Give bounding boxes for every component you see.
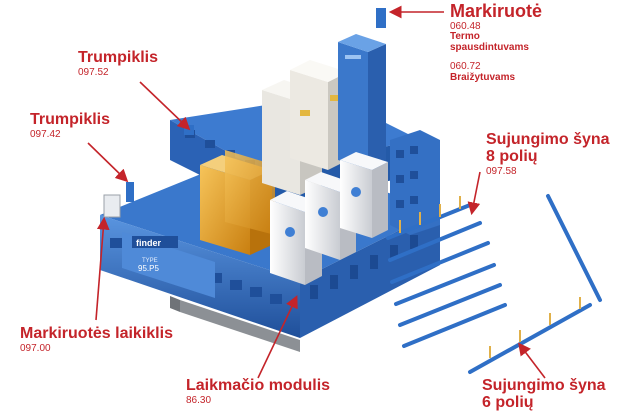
label-markiruote: Markiruotė 060.48 Termo spausdintuvams 0… [450,2,542,83]
brand-text: finder [136,238,161,248]
amber-relays [200,150,275,255]
trumpiklis-2-code: 097.42 [30,128,61,140]
laikmacio-code: 86.30 [186,394,212,406]
markiruote-code1: 060.48 [450,20,481,32]
sujungimo-6-title-1: Sujungimo šyna [482,377,606,394]
type-value: 95.P5 [138,264,159,273]
finder-logo-plate: finder TYPE 95.P5 [132,236,178,273]
markiruote-sub1b: spausdintuvams [450,41,529,53]
laikmacio-title: Laikmačio modulis [186,377,331,394]
label-sujungimo-6: Sujungimo šyna 6 polių [482,377,606,412]
markiruote-code2: 060.72 [450,61,481,73]
markiruote-sub2: Braižytuvams [450,71,516,83]
sujungimo-6-title-2: 6 polių [482,393,534,411]
markiruote-title: Markiruotė [450,1,543,21]
label-markiruotes-laikiklis: Markiruotės laikiklis 097.00 [20,325,173,354]
sujungimo-8-code: 097.58 [486,165,517,177]
sujungimo-8-title-2: 8 polių [486,147,538,165]
markiruote-sub1a: Termo [450,31,480,43]
markiruotes-laikiklis-code: 097.00 [20,342,51,354]
blue-relay [338,34,386,170]
label-laikmacio: Laikmačio modulis 86.30 [186,377,331,406]
sujungimo-8-title-1: Sujungimo šyna [486,131,610,148]
right-terminals [390,130,440,235]
label-trumpiklis-1: Trumpiklis 097.52 [78,49,159,78]
leader-arrows [87,5,546,379]
timer-modules [270,152,388,285]
trumpiklis-2-title: Trumpiklis [30,111,111,128]
trumpiklis-1-title: Trumpiklis [78,49,159,66]
trumpiklis-1-code: 097.52 [78,66,109,78]
jumper-combs [386,194,602,374]
label-sujungimo-8: Sujungimo šyna 8 polių 097.58 [486,131,610,177]
type-label: TYPE [142,258,158,264]
label-trumpiklis-2: Trumpiklis 097.42 [30,111,111,140]
jumper-teeth [399,196,581,358]
markiruotes-laikiklis-title: Markiruotės laikiklis [20,325,173,342]
din-rail [170,296,300,352]
